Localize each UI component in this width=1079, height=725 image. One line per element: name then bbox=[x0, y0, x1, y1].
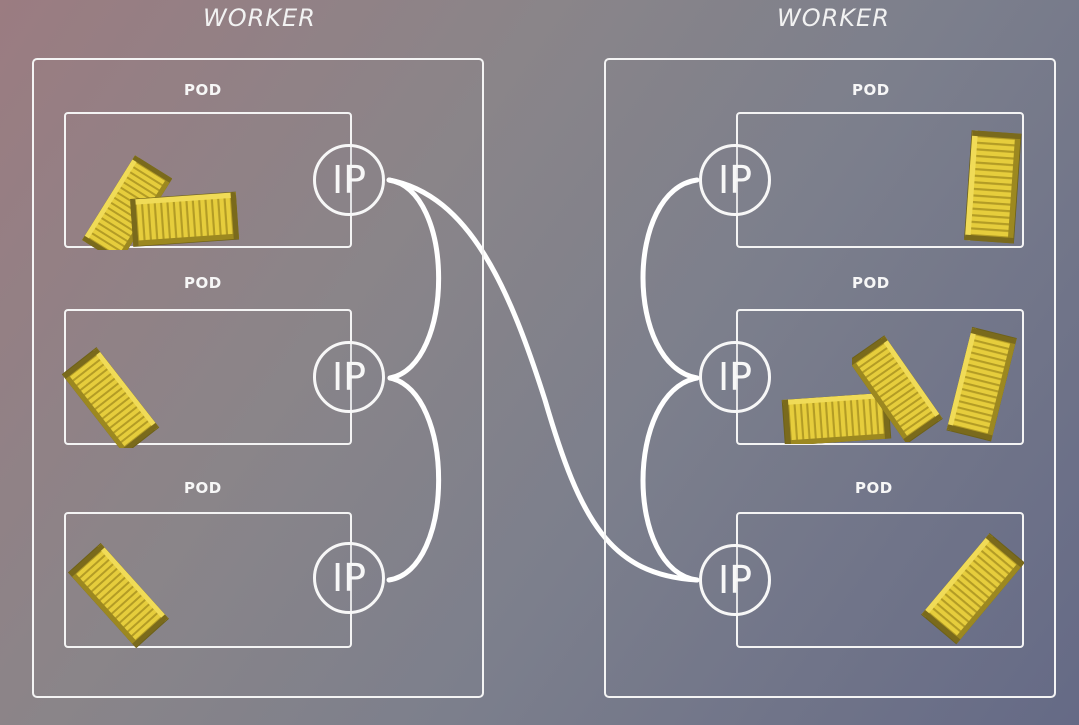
shipping-container-icon bbox=[130, 191, 240, 247]
pod-label: POD bbox=[184, 81, 222, 99]
ip-address-circle: IP bbox=[699, 144, 771, 216]
shipping-container-icon bbox=[67, 542, 170, 648]
link-right-pod1-pod2 bbox=[640, 177, 700, 381]
ip-address-circle: IP bbox=[699, 341, 771, 413]
shipping-container-icon bbox=[852, 334, 944, 442]
worker-title-right: WORKER bbox=[777, 4, 890, 32]
shipping-container-icon bbox=[61, 346, 160, 448]
shipping-container-icon bbox=[964, 130, 1022, 244]
link-right-pod2-pod3 bbox=[640, 375, 700, 583]
shipping-container-icon bbox=[920, 532, 1024, 645]
ip-address-circle: IP bbox=[699, 544, 771, 616]
pod-label: POD bbox=[852, 81, 890, 99]
pod-label: POD bbox=[184, 479, 222, 497]
link-left-pod1-pod2 bbox=[386, 177, 442, 381]
pod-label: POD bbox=[852, 274, 890, 292]
link-left-pod1-right-pod3 bbox=[386, 177, 700, 583]
pod-label: POD bbox=[855, 479, 893, 497]
worker-title-left: WORKER bbox=[203, 4, 316, 32]
worker-box-left bbox=[32, 58, 484, 698]
ip-address-circle: IP bbox=[313, 144, 385, 216]
link-left-pod2-pod3 bbox=[386, 375, 442, 583]
pod-label: POD bbox=[184, 274, 222, 292]
ip-address-circle: IP bbox=[313, 341, 385, 413]
ip-address-circle: IP bbox=[313, 542, 385, 614]
shipping-container-icon bbox=[946, 326, 1018, 442]
worker-box-right bbox=[604, 58, 1056, 698]
